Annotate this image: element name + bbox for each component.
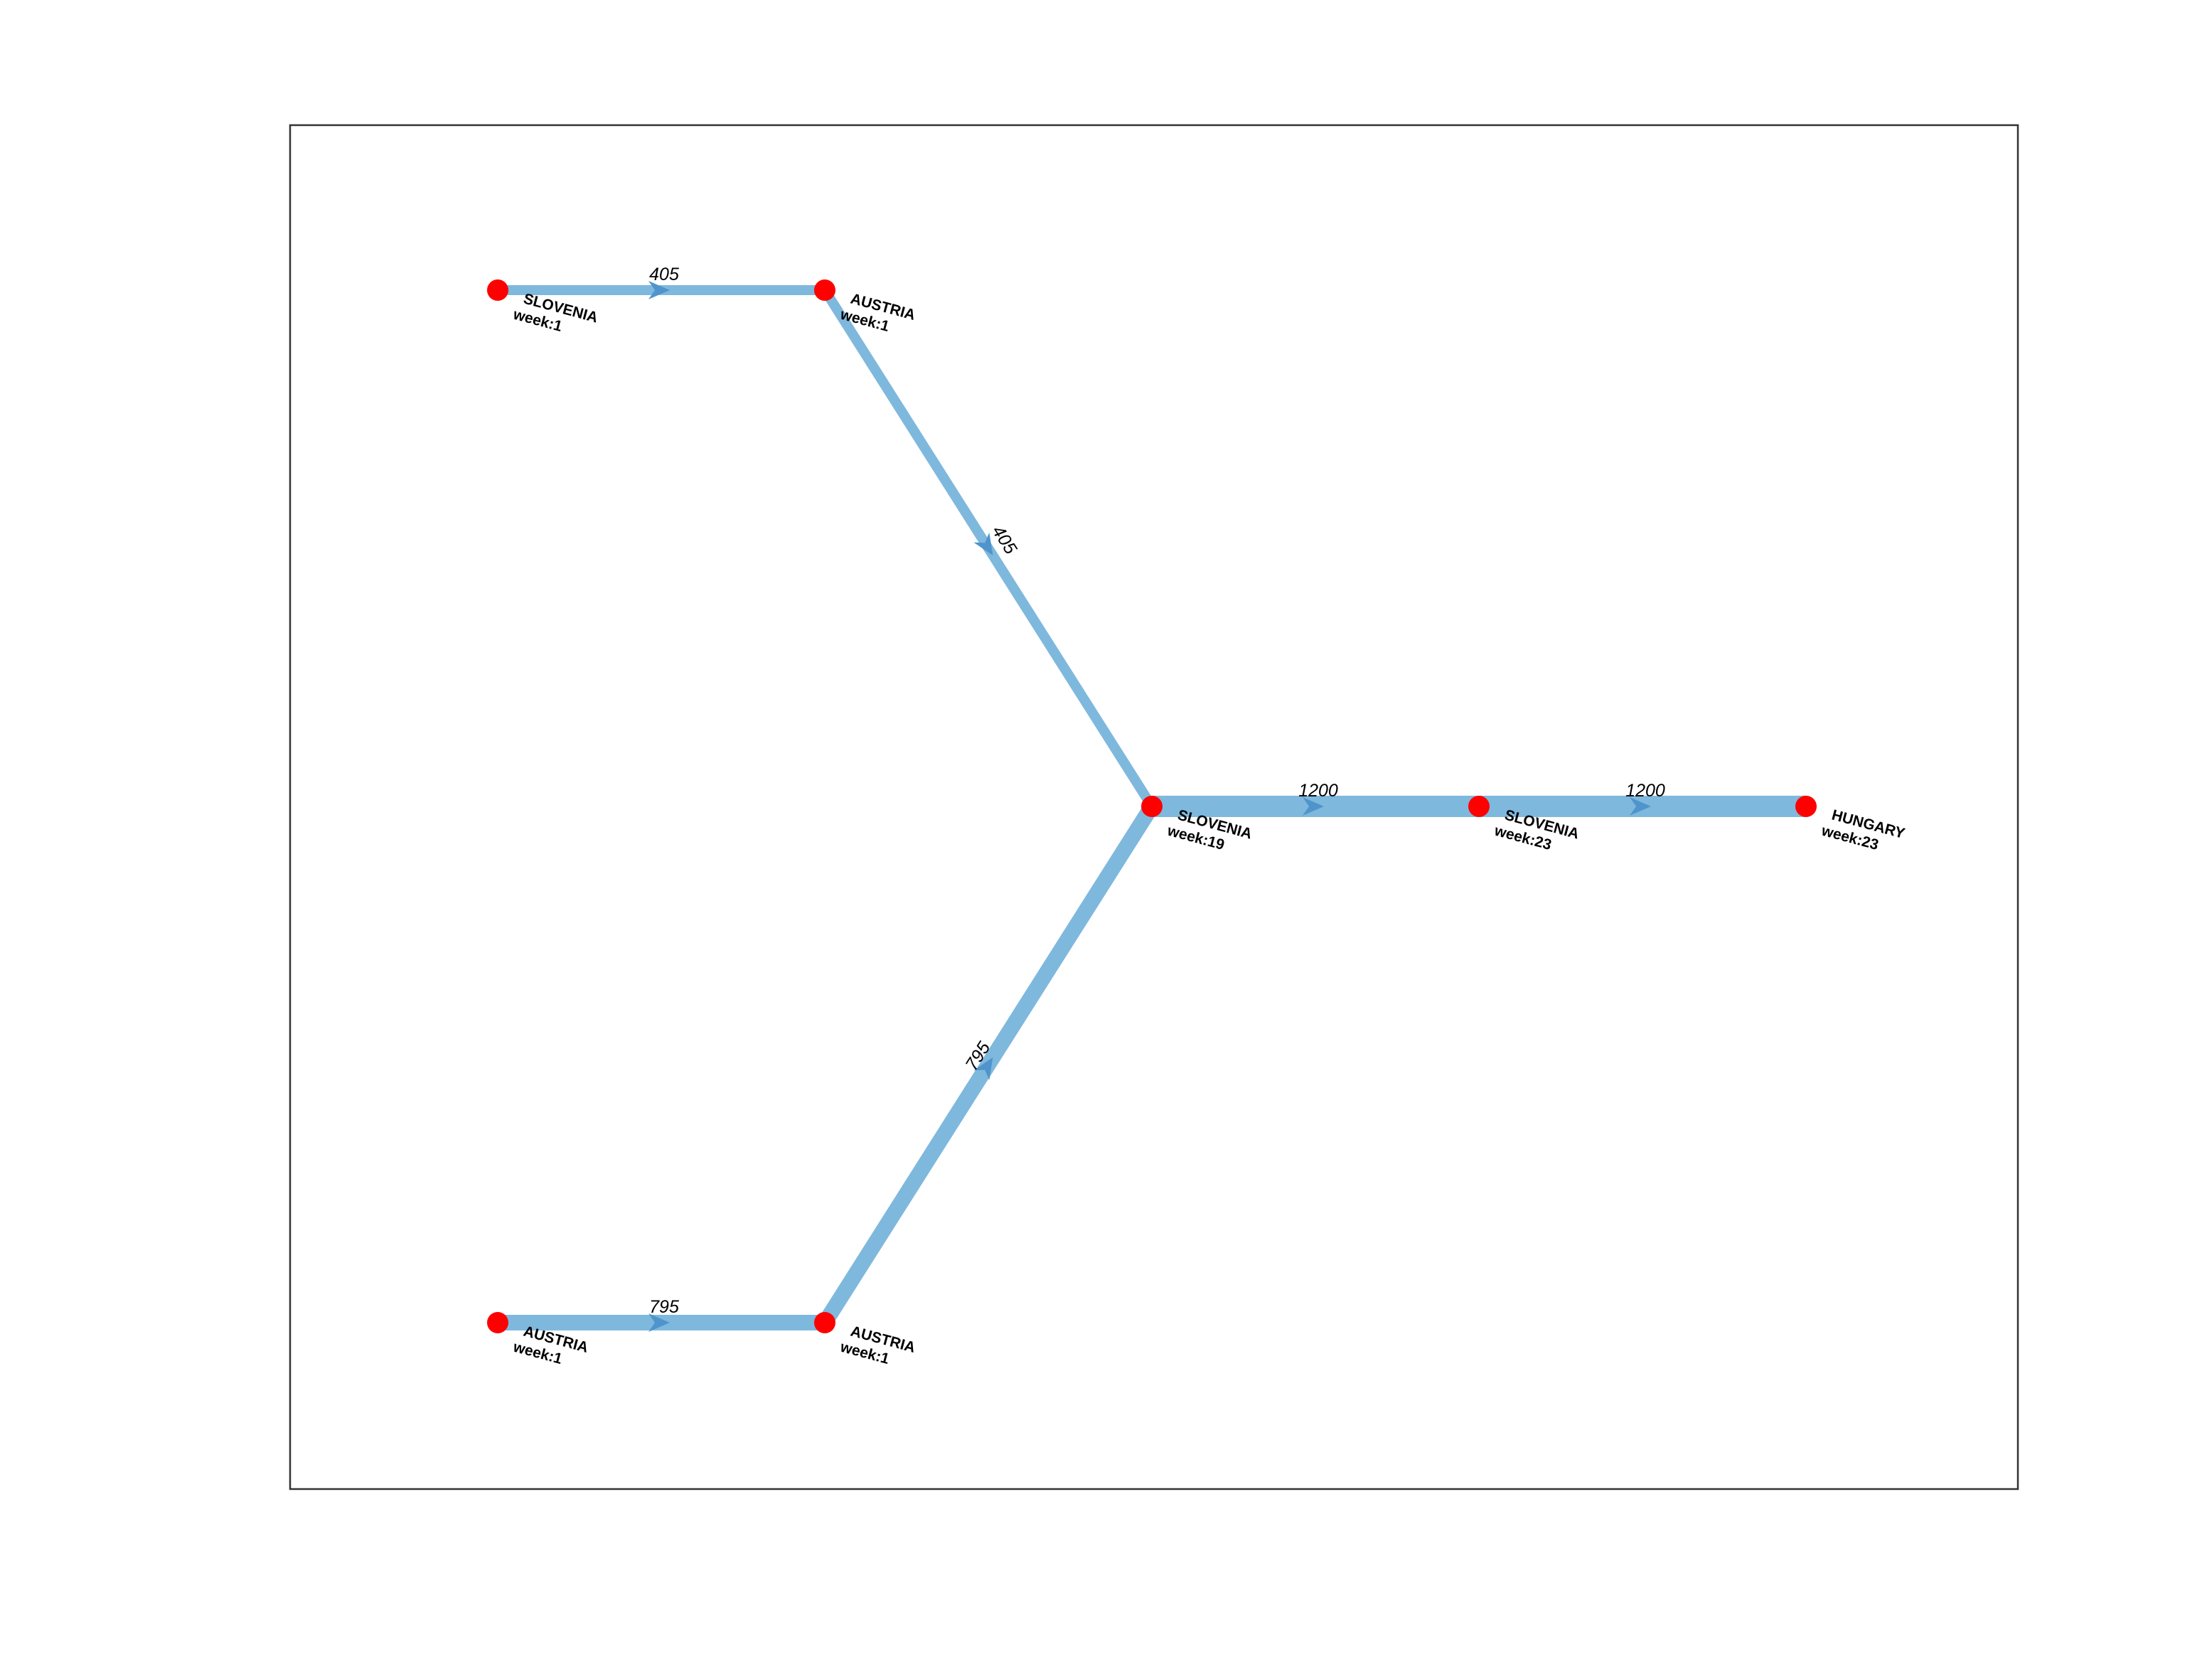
edge-value-label: 405 — [649, 265, 679, 284]
edge-e1: 405 — [498, 265, 825, 299]
node-marker — [487, 1312, 508, 1333]
arrowhead-icon — [973, 1057, 993, 1081]
node-marker — [814, 1312, 835, 1333]
node-marker — [1795, 796, 1817, 817]
arrowhead-icon — [1630, 797, 1651, 816]
arrowhead-icon — [648, 281, 670, 299]
edge-e6: 1200 — [1479, 781, 1806, 817]
node-marker — [1141, 796, 1163, 817]
arrowhead-icon — [1303, 797, 1324, 816]
edge-value-label: 1200 — [1625, 781, 1665, 801]
edge-e5: 1200 — [1152, 781, 1479, 817]
node-marker — [487, 279, 508, 301]
node-marker — [814, 279, 835, 301]
node-marker — [1468, 796, 1490, 817]
arrowhead-icon — [648, 1313, 670, 1332]
edge-value-label: 795 — [649, 1297, 679, 1317]
arrowhead-icon — [973, 532, 993, 556]
edge-value-label: 1200 — [1298, 781, 1338, 801]
edge-e3: 795 — [498, 1297, 825, 1332]
